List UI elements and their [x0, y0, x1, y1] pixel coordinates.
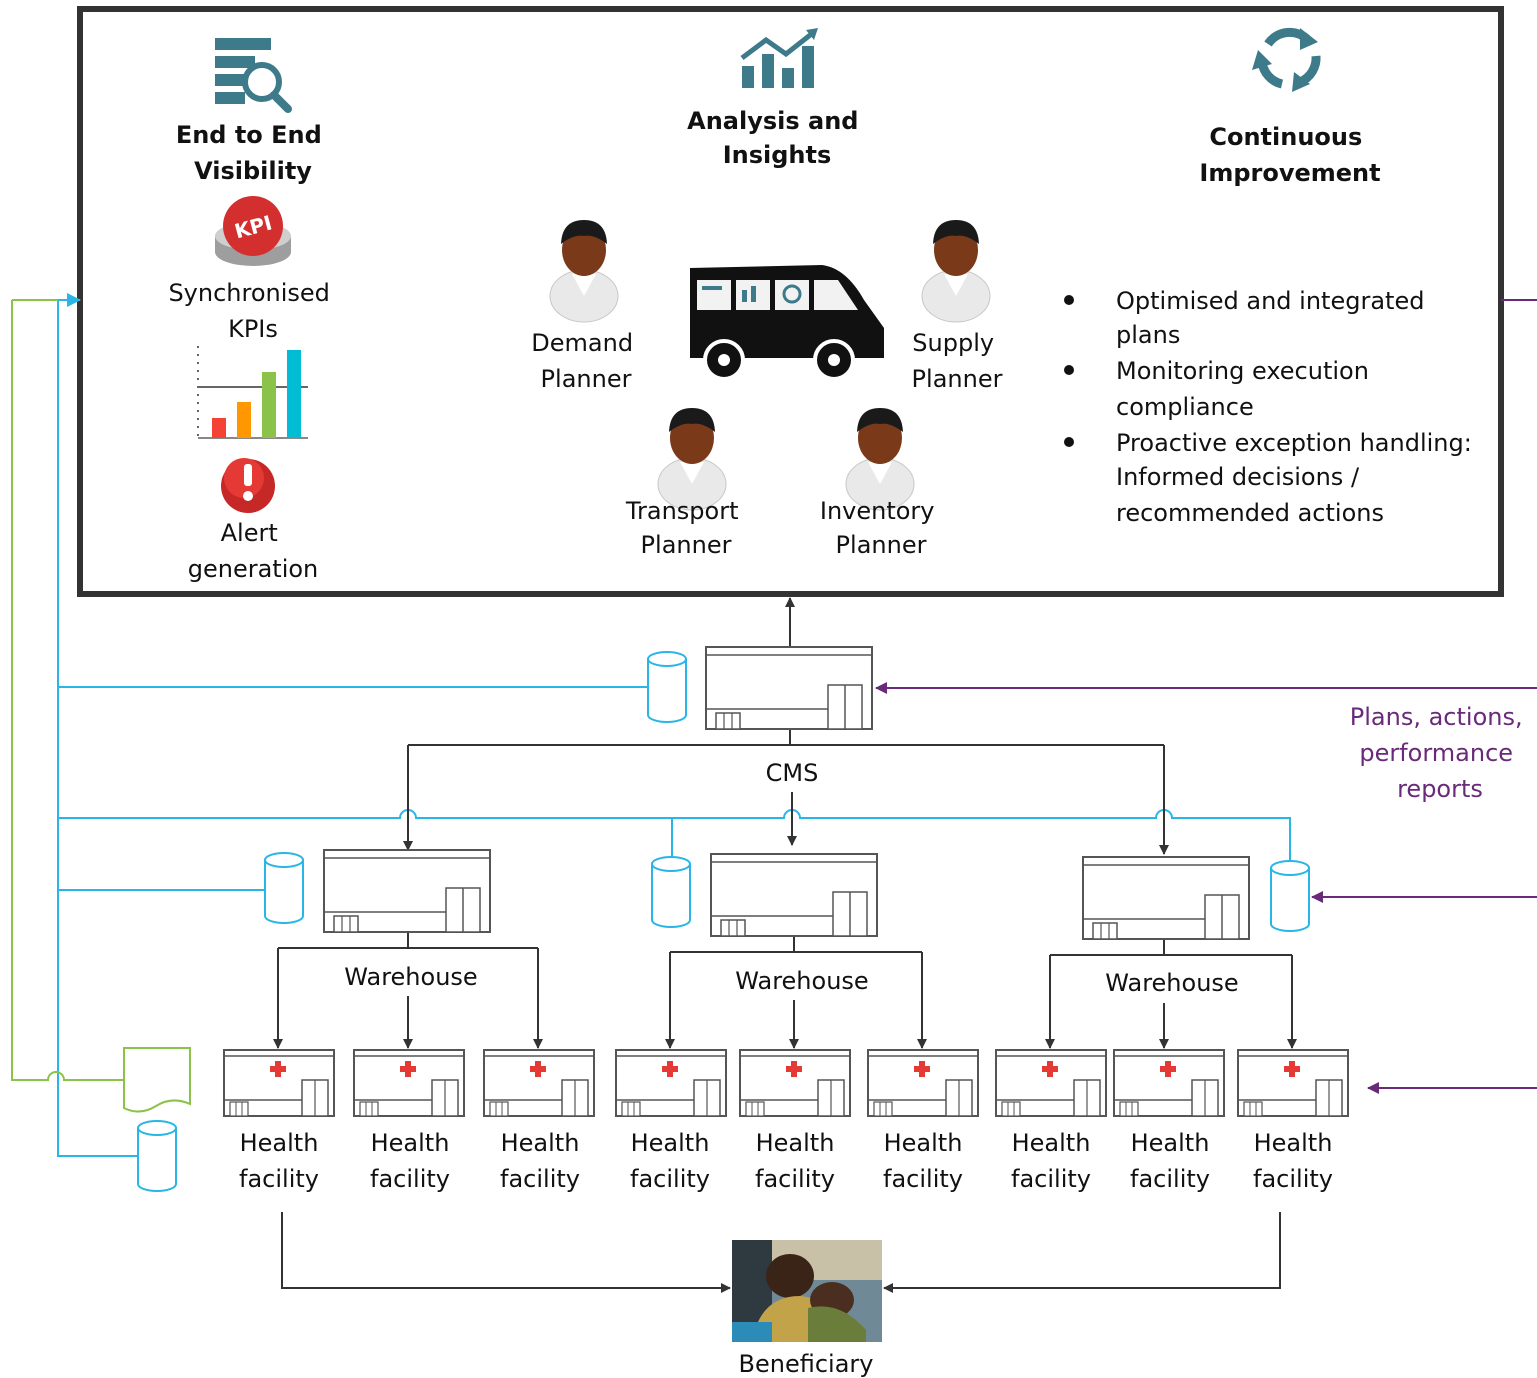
bar-chart-icon: [197, 346, 308, 439]
health-facility-icon: [1237, 1049, 1349, 1117]
benefits-list: Optimised and integrated plans Monitorin…: [1064, 287, 1479, 527]
alert-icon: [221, 458, 275, 513]
feature-alerts-label: Alert generation: [188, 519, 319, 583]
cms-building-icon: [705, 646, 873, 730]
feedback-arrows: [875, 299, 1537, 1094]
feature-analysis-label: Analysis and Insights: [687, 107, 867, 169]
benefit-1-line-2: plans: [1116, 321, 1180, 349]
warehouse-label-1: Warehouse: [344, 963, 477, 991]
inventory-line-2: Planner: [836, 531, 927, 559]
warehouse-label-2: Warehouse: [735, 967, 868, 995]
benefit-1-line-1: Optimised and integrated: [1116, 287, 1424, 315]
cms-label: CMS: [766, 759, 819, 787]
warehouse-building-icon: [1082, 856, 1250, 940]
feature-kpis-label: Synchronised KPIs: [168, 279, 337, 343]
beneficiary-photo: [732, 1240, 882, 1342]
health-facility-icon: [1113, 1049, 1225, 1117]
supply-line-1: Supply: [912, 329, 994, 357]
improvement-line-1: Continuous: [1209, 123, 1362, 151]
database-icon: [651, 856, 691, 928]
benefit-3: Proactive exception handling: Informed d…: [1116, 429, 1479, 527]
warehouse-label-3: Warehouse: [1105, 969, 1238, 997]
recycle-arrowheads: [1252, 28, 1318, 92]
magnifier-list-icon: [215, 38, 292, 113]
benefit-3-line-1: Proactive exception handling:: [1116, 429, 1472, 457]
bullet: [1064, 437, 1074, 447]
database-icon: [647, 651, 687, 723]
supply-planner-label: Supply Planner: [912, 329, 1003, 393]
health-facility-icon: [995, 1049, 1107, 1117]
kpis-line-2: KPIs: [228, 315, 278, 343]
bullet: [1064, 295, 1074, 305]
feedback-line-2: performance: [1359, 739, 1513, 767]
demand-line-2: Planner: [541, 365, 632, 393]
warehouse-building-icon: [710, 853, 878, 937]
database-icon: [1270, 860, 1310, 932]
visibility-line-2: Visibility: [194, 157, 312, 185]
health-facility-icon: [739, 1049, 851, 1117]
health-facility-icon: [615, 1049, 727, 1117]
benefit-3-line-2: Informed decisions /: [1116, 463, 1360, 491]
warehouse-label-bg: [338, 962, 484, 992]
bullet: [1064, 365, 1074, 375]
feedback-label: Plans, actions, performance reports: [1350, 703, 1530, 803]
document-icon: [123, 1047, 191, 1113]
benefit-3-line-3: recommended actions: [1116, 499, 1384, 527]
feedback-line-1: Plans, actions,: [1350, 703, 1523, 731]
transport-planner-label: Transport Planner: [625, 497, 746, 559]
analysis-line-2: Insights: [723, 141, 832, 169]
feature-visibility-label: End to End Visibility: [176, 121, 330, 185]
feedback-line-3: reports: [1397, 775, 1483, 803]
feature-improvement-label: Continuous Improvement: [1199, 123, 1380, 187]
warehouse-label-bg: [1098, 968, 1244, 998]
transport-line-2: Planner: [641, 531, 732, 559]
hierarchy-connectors: [273, 597, 1297, 1293]
report-flow-line: [11, 300, 124, 1081]
alerts-line-1: Alert: [221, 519, 278, 547]
inventory-line-1: Inventory: [820, 497, 935, 525]
analysis-line-1: Analysis and: [687, 107, 858, 135]
database-icon: [137, 1120, 177, 1192]
transport-line-1: Transport: [625, 497, 739, 525]
inventory-planner-label: Inventory Planner: [820, 497, 942, 559]
improvement-line-2: Improvement: [1199, 159, 1380, 187]
warehouse-building-icon: [323, 849, 491, 933]
alerts-line-2: generation: [188, 555, 319, 583]
growth-chart-icon: [740, 28, 818, 88]
data-flow-lines: [57, 300, 1291, 1157]
benefit-2-line-1: Monitoring execution: [1116, 357, 1369, 385]
demand-line-1: Demand: [531, 329, 633, 357]
health-facility-icon: [867, 1049, 979, 1117]
health-facility-icon: [483, 1049, 595, 1117]
cms-label-bg: [750, 758, 834, 788]
health-facility-icon: [353, 1049, 465, 1117]
supply-line-2: Planner: [912, 365, 1003, 393]
demand-planner-label: Demand Planner: [531, 329, 640, 393]
van-icon: [690, 265, 884, 381]
warehouse-label-bg: [728, 966, 874, 996]
health-facility-icon: [223, 1049, 335, 1117]
beneficiary-label: Beneficiary: [739, 1350, 874, 1378]
visibility-line-1: End to End: [176, 121, 322, 149]
kpis-line-1: Synchronised: [168, 279, 329, 307]
benefit-2-line-2: compliance: [1116, 393, 1254, 421]
benefit-2: Monitoring execution compliance: [1116, 357, 1377, 421]
database-icon: [264, 852, 304, 924]
kpi-button-icon: KPI: [215, 196, 291, 266]
benefit-1: Optimised and integrated plans: [1116, 287, 1432, 349]
